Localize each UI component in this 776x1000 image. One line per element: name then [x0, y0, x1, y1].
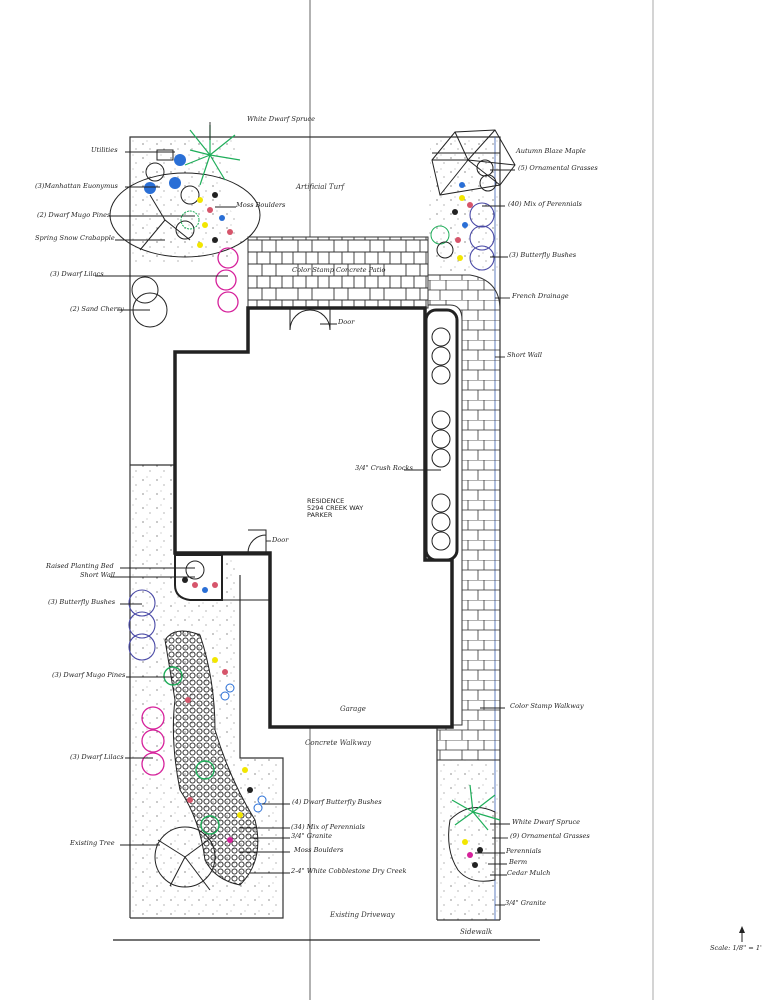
label-short-wall-right: Short Wall [507, 351, 542, 359]
label-butterfly-bushes-right: (3) Butterfly Bushes [509, 251, 577, 259]
label-concrete-walkway: Concrete Walkway [305, 739, 372, 747]
shrub-row [431, 327, 451, 551]
label-dwarf-mugo-pines-bottom: (3) Dwarf Mugo Pines [52, 671, 126, 679]
dwarf-lilac-icons [141, 706, 165, 776]
label-dwarf-lilacs: (3) Dwarf Lilacs [50, 270, 104, 278]
label-perennials: Perennials [505, 847, 542, 855]
label-mix-perennials-40: (40) Mix of Perennials [508, 200, 583, 208]
lower-right-planting-bed [448, 784, 501, 882]
label-short-wall-left: Short Wall [80, 571, 115, 579]
label-dry-creek: 2-4" White Cobblestone Dry Creek [290, 867, 407, 875]
label-white-dwarf-spruce: White Dwarf Spruce [247, 115, 315, 123]
existing-tree-icon [154, 826, 216, 888]
label-dwarf-lilacs-bottom: (3) Dwarf Lilacs [70, 753, 124, 761]
label-granite-mid: 3/4" Granite [291, 832, 332, 840]
top-right-planting-bed [430, 129, 516, 271]
label-door-side: Door [271, 536, 289, 544]
label-artificial-turf: Artificial Turf [295, 183, 345, 191]
label-cedar-mulch: Cedar Mulch [507, 869, 550, 877]
label-sidewalk: Sidewalk [460, 928, 492, 936]
label-ornamental-grasses: (5) Ornamental Grasses [518, 164, 598, 172]
perennial-icons [197, 192, 233, 248]
butterfly-bush-icons [128, 589, 156, 661]
label-color-stamp-walkway: Color Stamp Walkway [510, 702, 584, 710]
raised-planting-bed [174, 554, 223, 601]
dwarf-lilac-icons [215, 247, 239, 313]
label-moss-boulders-bottom: Moss Boulders [293, 846, 344, 854]
label-french-drainage: French Drainage [511, 292, 569, 300]
manhattan-euonymus-icons [144, 154, 186, 194]
label-patio: Color Stamp Concrete Patio [292, 266, 385, 274]
label-sand-cherry: (2) Sand Cherry [70, 305, 124, 313]
label-granite-bottom: 3/4" Granite [505, 899, 546, 907]
label-crabapple: Spring Snow Crabapple [35, 234, 115, 242]
mugo-pine-icon [180, 210, 200, 230]
label-dwarf-butterfly-bushes: (4) Dwarf Butterfly Bushes [292, 798, 382, 806]
top-left-planting-bed [109, 125, 261, 328]
leader-lines [95, 122, 515, 906]
label-mix-perennials-34: (34) Mix of Perennials [291, 823, 366, 831]
label-white-dwarf-spruce-bottom: White Dwarf Spruce [512, 818, 580, 826]
label-existing-driveway: Existing Driveway [329, 911, 396, 919]
label-garage: Garage [340, 705, 366, 713]
plan-labels: White Dwarf Spruce Utilities (3)Manhatta… [35, 115, 762, 952]
lower-left-planting-bed [128, 589, 267, 891]
label-butterfly-bushes-left: (3) Butterfly Bushes [48, 598, 116, 606]
label-crush-rocks: 3/4" Crush Rocks [355, 464, 414, 472]
label-existing-tree: Existing Tree [69, 839, 115, 847]
residence-address: 5294 CREEK WAY [307, 504, 363, 512]
label-ornamental-grasses-bottom: (9) Ornamental Grasses [510, 832, 590, 840]
label-moss-boulders: Moss Boulders [235, 201, 286, 209]
label-utilities: Utilities [91, 146, 118, 154]
north-arrow-icon [739, 926, 745, 942]
dry-creek [164, 630, 259, 886]
label-berm: Berm [508, 858, 527, 866]
residence-city: PARKER [307, 511, 333, 519]
label-dwarf-mugo-pines: (2) Dwarf Mugo Pines [37, 211, 111, 219]
label-manhattan-euonymus: (3)Manhattan Euonymus [35, 182, 119, 190]
white-dwarf-spruce-icon [184, 125, 241, 186]
scale-label: Scale: 1/8" = 1' [710, 944, 762, 952]
label-raised-bed: Raised Planting Bed [45, 562, 114, 570]
butterfly-bush-icons [469, 202, 495, 271]
label-autumn-blaze-maple: Autumn Blaze Maple [515, 147, 586, 155]
label-door-top: Door [337, 318, 355, 326]
residence-title: RESIDENCE [307, 497, 344, 505]
